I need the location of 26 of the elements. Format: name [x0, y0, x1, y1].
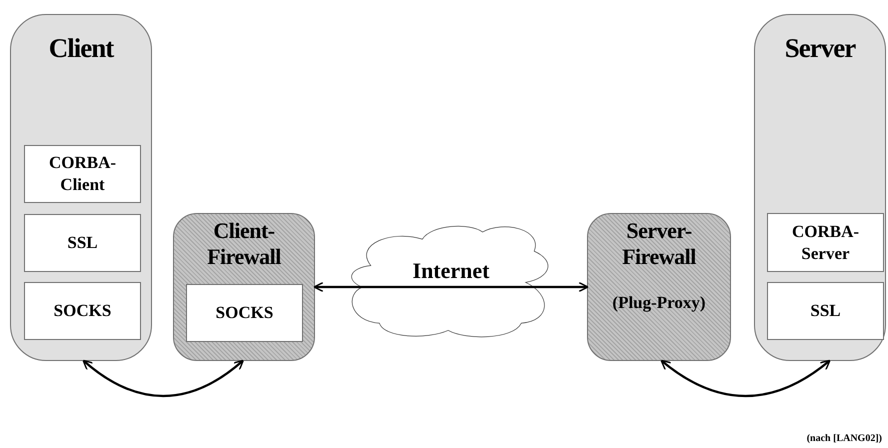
- edge-label: Internet: [412, 260, 490, 282]
- host-title: Server: [784, 35, 857, 62]
- layer-label: SSL: [809, 300, 842, 322]
- layer-box: [24, 145, 141, 203]
- layer-box: [24, 282, 141, 340]
- arrow: [313, 282, 589, 292]
- firewall-subtitle: (Plug-Proxy): [612, 292, 706, 314]
- layer-box: [24, 214, 141, 272]
- layer-label: CORBA-Client: [48, 152, 118, 196]
- layer-box: [186, 284, 303, 342]
- firewall-title: Server-Firewall: [621, 218, 697, 270]
- layer-label: CORBA-Server: [790, 220, 860, 264]
- layer-label: SOCKS: [214, 302, 274, 324]
- curved-arrow: [660, 360, 831, 398]
- firewall-title: Client-Firewall: [206, 218, 282, 270]
- curved-arrow: [82, 360, 244, 398]
- host-title: Client: [48, 35, 115, 62]
- firewall-box: [173, 213, 315, 361]
- firewall-box: [587, 213, 731, 361]
- host-box: [10, 14, 152, 361]
- layer-box: [767, 282, 884, 340]
- host-box: [754, 14, 886, 361]
- layer-label: SSL: [66, 232, 99, 254]
- layer-box: [767, 213, 884, 272]
- source-note: (nach [LANG02]): [806, 432, 882, 446]
- layer-label: SOCKS: [52, 300, 112, 322]
